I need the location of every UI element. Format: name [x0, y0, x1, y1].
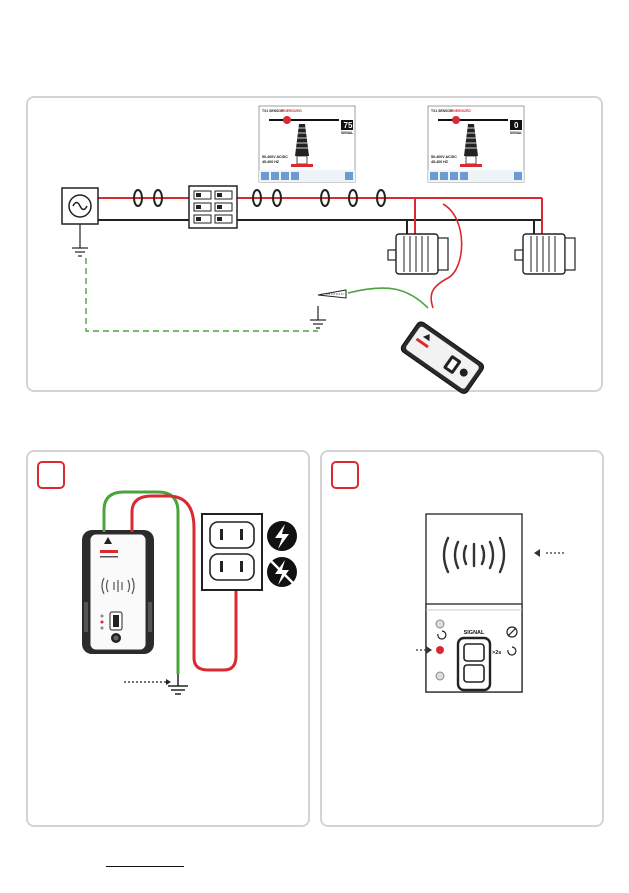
- screen-status: ENERGIZED: [451, 109, 471, 113]
- signal-button-label: SIGNAL: [464, 630, 485, 636]
- signal-label: SIGNAL: [510, 131, 522, 135]
- reset-icon: [507, 646, 517, 656]
- footer-rule: [106, 866, 184, 867]
- display-screen-right: TX1 SENSOR ENERGIZED 0 SIGNAL 50-400V AC…: [427, 105, 525, 183]
- lightning-icon: [452, 116, 460, 124]
- breaker-panel-icon: [188, 185, 238, 229]
- signal-value: 0: [514, 121, 519, 130]
- voltage-line: 50-400V AC/DC: [431, 155, 457, 159]
- minus-icon[interactable]: [460, 172, 468, 180]
- ground-icon: [168, 674, 188, 695]
- freq-line: 45-400 HZ: [262, 160, 280, 164]
- plus-icon[interactable]: [345, 172, 353, 180]
- speaker-icon: [442, 536, 506, 574]
- signal-value: 75: [344, 121, 353, 130]
- step-badge: [331, 461, 359, 489]
- ground-icon: [310, 306, 326, 329]
- help-icon[interactable]: [271, 172, 279, 180]
- transmitter-device: [82, 530, 154, 654]
- screen-title: TX1 SENSOR: [262, 109, 284, 113]
- screen-status: ENERGIZED: [282, 109, 302, 113]
- wiring-diagram-panel: TX1 SENSOR ENERGIZED 75 SIGNAL 50-400V A…: [26, 96, 603, 394]
- screen-title: TX1 SENSOR: [431, 109, 453, 113]
- step-panel-connect: [26, 450, 310, 827]
- ground-icon: [72, 224, 88, 257]
- minus-icon[interactable]: [291, 172, 299, 180]
- no-lightning-icon: [267, 557, 297, 587]
- signal-button[interactable]: [456, 636, 492, 692]
- home-icon[interactable]: [430, 172, 438, 180]
- volume-icon[interactable]: [450, 172, 458, 180]
- transmitter-device: [400, 321, 485, 394]
- signal-label: SIGNAL: [341, 131, 353, 135]
- motor-icon: [387, 233, 449, 275]
- voltage-line: 50-400V AC/DC: [262, 155, 288, 159]
- step-panel-signal: SIGNAL >2s: [320, 450, 604, 827]
- red-test-lead: [430, 203, 463, 309]
- display-screen-left: TX1 SENSOR ENERGIZED 75 SIGNAL 50-400V A…: [258, 105, 356, 183]
- hold-label: >2s: [492, 650, 501, 656]
- lightning-icon: [267, 521, 297, 551]
- home-icon[interactable]: [261, 172, 269, 180]
- ac-source-icon: [61, 187, 99, 225]
- motor-icon: [514, 233, 576, 275]
- step-badge: [37, 461, 65, 489]
- sensor-loops: [133, 189, 386, 207]
- red-test-lead: [130, 494, 238, 672]
- lightning-icon: [283, 116, 291, 124]
- volume-icon[interactable]: [281, 172, 289, 180]
- green-test-lead: [102, 490, 180, 674]
- ground-return-path: [85, 258, 318, 332]
- outlet-icon: [201, 513, 263, 591]
- speaker-icon: [101, 577, 135, 595]
- plus-icon[interactable]: [514, 172, 522, 180]
- help-icon[interactable]: [440, 172, 448, 180]
- reset-icon: [437, 630, 447, 640]
- alligator-clip-icon: [317, 289, 347, 299]
- freq-line: 45-400 HZ: [431, 160, 449, 164]
- mute-icon: [506, 626, 518, 638]
- green-test-lead: [347, 287, 429, 309]
